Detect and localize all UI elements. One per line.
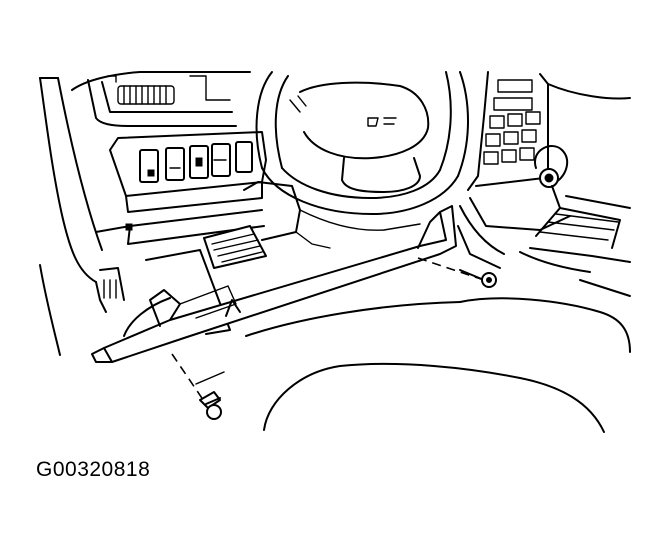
trim-screw-lower	[171, 353, 225, 420]
steering-wheel	[255, 71, 469, 215]
instrument-cluster-hood	[71, 71, 251, 127]
gear-shifter-console	[469, 145, 631, 297]
switch-panel	[109, 131, 267, 213]
knee-bolster-trim-panel	[91, 205, 457, 363]
center-stack	[467, 71, 631, 191]
figure-id-label: G00320818	[36, 458, 151, 481]
right-pillar	[457, 205, 505, 269]
steering-column-and-pedal	[145, 181, 301, 335]
a-pillar-frame	[39, 77, 103, 356]
trim-screw-right	[417, 257, 497, 288]
lower-dash-left	[95, 209, 265, 313]
seat-cushion	[245, 251, 631, 433]
